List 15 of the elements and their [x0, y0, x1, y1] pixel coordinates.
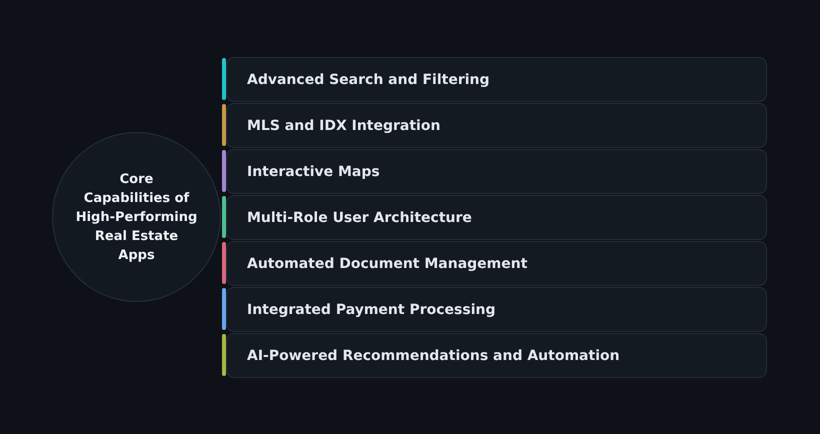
card-title: Multi-Role User Architecture: [247, 210, 472, 226]
card-title: Automated Document Management: [247, 256, 528, 272]
capability-card: [226, 195, 767, 240]
capability-card: [226, 149, 767, 194]
capability-card: [226, 333, 767, 378]
capability-card: [226, 241, 767, 286]
card-title: Interactive Maps: [247, 164, 380, 180]
card-title: MLS and IDX Integration: [247, 118, 440, 134]
capability-card: [226, 287, 767, 332]
circle-title: Core Capabilities of High-Performing Real Estate Apps: [75, 170, 198, 264]
capability-card: [226, 103, 767, 148]
capability-card: [226, 57, 767, 102]
card-title: AI-Powered Recommendations and Automation: [247, 348, 620, 364]
card-title: Integrated Payment Processing: [247, 302, 496, 318]
card-title: Advanced Search and Filtering: [247, 72, 490, 88]
